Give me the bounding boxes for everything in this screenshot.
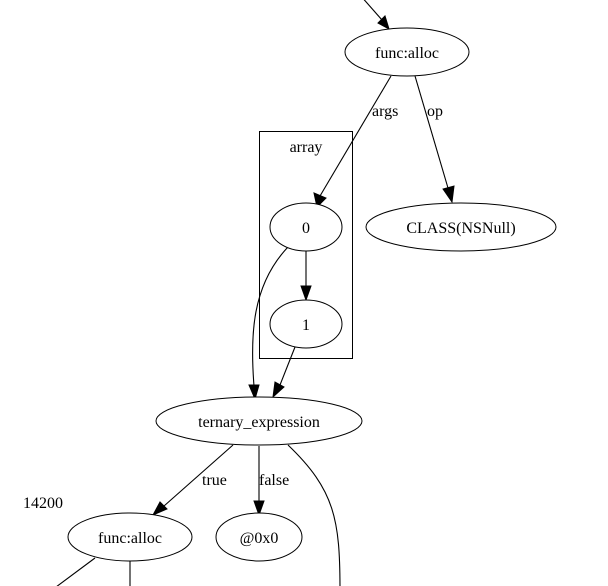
edge-label-args: args <box>372 103 398 120</box>
node-null-pointer[interactable]: @0x0 <box>215 512 303 562</box>
edge-1-to-ternary <box>272 346 296 399</box>
edge-label-op: op <box>427 103 443 120</box>
edge-false: false <box>253 446 289 517</box>
edge-alloc-bottom-left <box>56 557 96 586</box>
svg-text:func:alloc: func:alloc <box>98 530 162 547</box>
node-annotation: 14200 <box>23 495 63 512</box>
svg-text:1: 1 <box>302 317 310 334</box>
edge-ternary-down <box>287 444 341 586</box>
edge-args: args <box>313 75 398 209</box>
edge-op: op <box>414 75 455 204</box>
svg-text:func:alloc: func:alloc <box>375 45 439 62</box>
svg-text:@0x0: @0x0 <box>240 530 279 547</box>
node-array-0[interactable]: 0 <box>269 202 343 252</box>
node-class-nsnull[interactable]: CLASS(NSNull) <box>365 202 557 252</box>
edge-incoming-alloc-top <box>363 0 390 31</box>
edge-label-false: false <box>259 472 289 489</box>
edge-0-to-ternary <box>248 246 289 401</box>
svg-text:0: 0 <box>302 220 310 237</box>
cluster-label: array <box>290 139 323 156</box>
edge-label-true: true <box>202 472 227 489</box>
edge-0-to-1 <box>300 250 312 302</box>
edge-true: true <box>151 444 234 517</box>
cluster-array: array <box>259 131 353 359</box>
node-array-1[interactable]: 1 <box>269 299 343 349</box>
node-ternary-expression[interactable]: ternary_expression <box>155 396 363 446</box>
node-func-alloc-top[interactable]: func:alloc <box>344 27 470 77</box>
svg-text:CLASS(NSNull): CLASS(NSNull) <box>406 220 515 237</box>
svg-text:ternary_expression: ternary_expression <box>198 414 320 431</box>
node-func-alloc-bottom[interactable]: func:alloc <box>67 512 193 562</box>
